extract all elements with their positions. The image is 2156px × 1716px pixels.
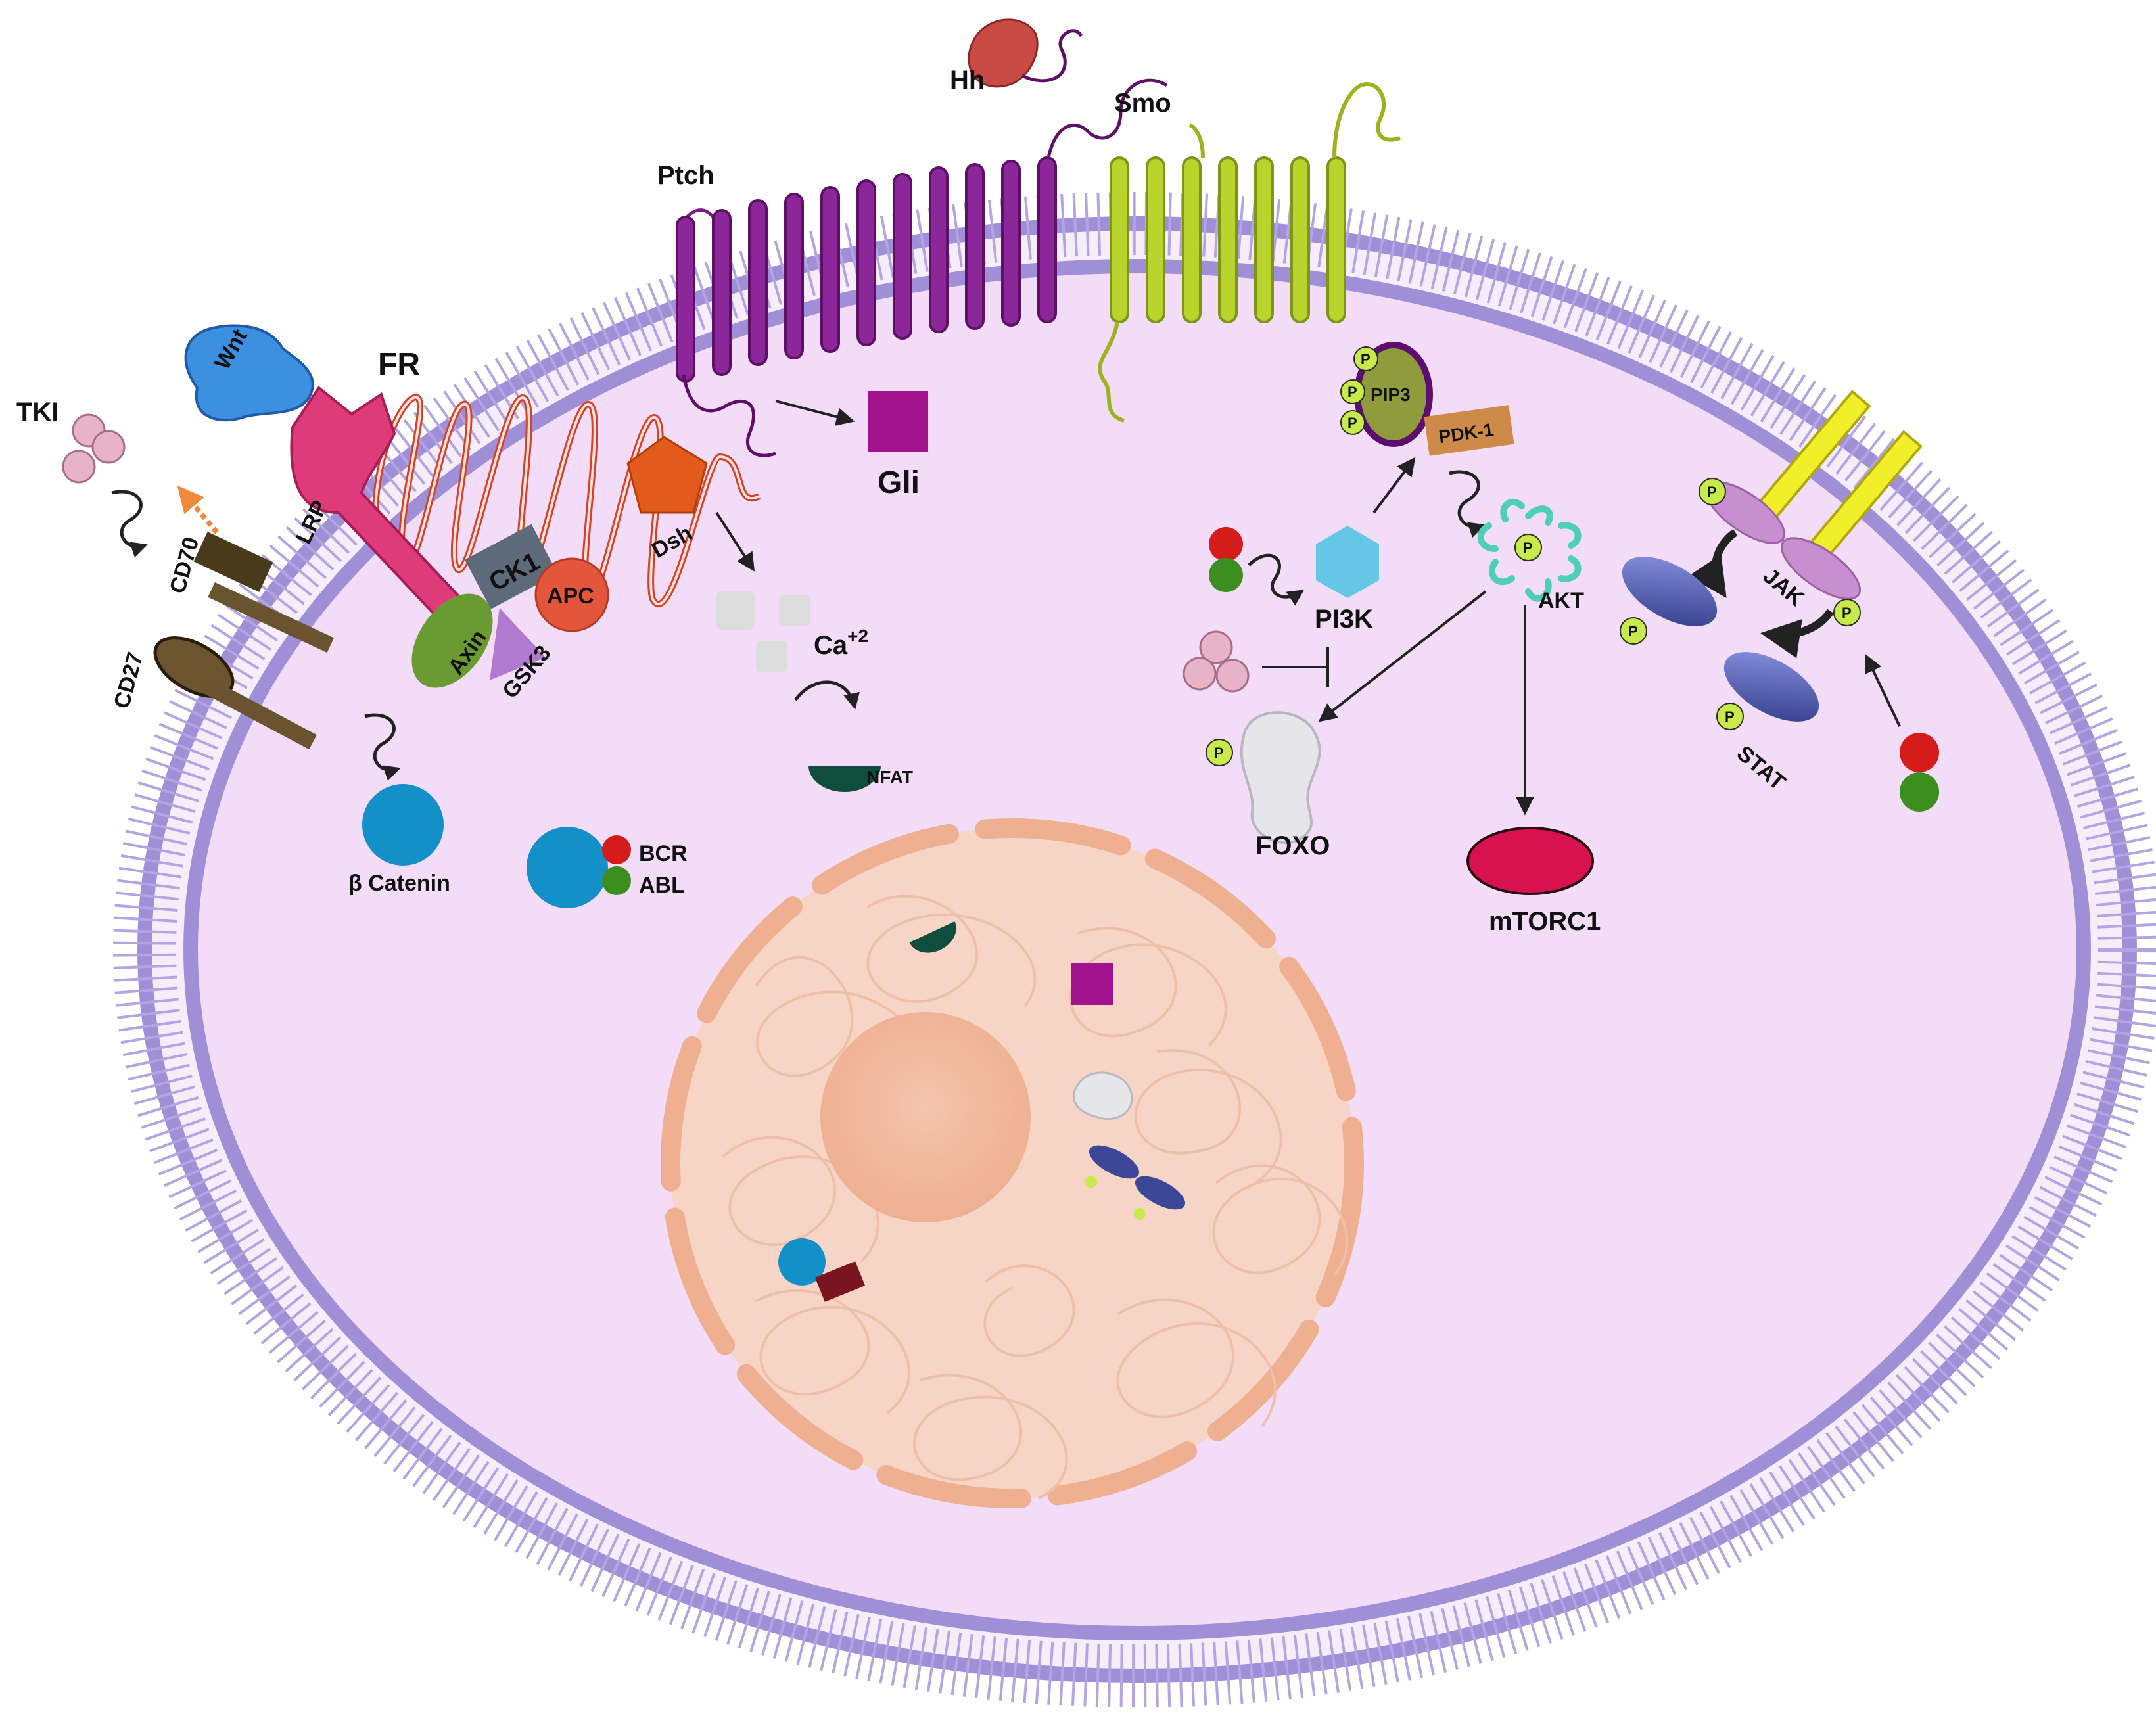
mtorc1-label: mTORC1 <box>1489 907 1601 936</box>
nucleolus <box>820 1012 1031 1222</box>
tki-molecules-left <box>62 413 126 484</box>
akt-label: AKT <box>1538 588 1584 613</box>
jak-p2-label: P <box>1842 605 1852 621</box>
apc-protein <box>534 557 609 632</box>
wnt-ligand <box>184 324 314 422</box>
dsh-protein <box>626 436 708 514</box>
pip3-p3-label: P <box>1348 415 1357 431</box>
cd70-receptor <box>193 532 335 653</box>
pi3k-label: PI3K <box>1315 605 1373 634</box>
mtorc1-complex <box>1466 827 1594 895</box>
pip3-label: PIP3 <box>1371 384 1411 405</box>
hh-ligand <box>968 18 1083 88</box>
arrow-tki-to-cd70 <box>111 490 148 558</box>
nuclear-beta-catenin <box>778 1238 826 1286</box>
jak-p1-label: P <box>1707 484 1717 500</box>
akt-phospho <box>1514 534 1542 561</box>
ck1-protein <box>464 524 558 609</box>
ptch-label: Ptch <box>657 161 715 190</box>
arrow-activator-to-pi3k <box>1248 553 1305 606</box>
pip3-p1-label: P <box>1361 351 1371 367</box>
akt-p-label: P <box>1523 540 1533 556</box>
jak-phospho-2 <box>1833 599 1861 626</box>
jak-phospho-1 <box>1699 478 1726 505</box>
arrow-cd70-signal <box>177 485 220 534</box>
gli-label: Gli <box>878 465 920 500</box>
pip3-p2-label: P <box>1348 384 1357 400</box>
nuclear-tcf <box>814 1261 866 1302</box>
arrow-pi3k-to-pip3 <box>1372 457 1416 514</box>
bcr-abl-partner-protein <box>527 827 608 908</box>
cd27-label: CD27 <box>109 649 148 711</box>
ca-symbol: Ca <box>814 631 848 660</box>
cd27-receptor <box>153 636 317 750</box>
abl-label: ABL <box>639 873 685 898</box>
nuclear-nfat <box>909 921 956 953</box>
stat2-phospho <box>1716 703 1744 730</box>
pi3k-activator-pair <box>1209 527 1243 592</box>
cd70-label: CD70 <box>165 534 204 596</box>
nuclear-foxo <box>1073 1071 1133 1121</box>
pip3-phospho-group <box>1340 346 1378 435</box>
beta-catenin-protein <box>362 784 444 866</box>
stat-protein-2 <box>1723 652 1819 722</box>
jak-activator-pair <box>1900 733 1939 812</box>
tki-molecules-right <box>1183 630 1250 693</box>
arrow-to-beta-catenin <box>364 713 401 781</box>
foxo-label: FOXO <box>1255 831 1330 860</box>
tki-label: TKI <box>16 398 59 427</box>
arrow-akt-to-foxo <box>1318 590 1487 722</box>
foxo-p-label: P <box>1214 745 1224 761</box>
stat1-p-label: P <box>1628 623 1638 639</box>
arrow-jak-to-stat-right <box>1760 609 1834 659</box>
arrow-dsh-to-calcium <box>715 511 755 572</box>
stat2-p-label: P <box>1725 708 1735 725</box>
stat1-phospho <box>1620 617 1647 645</box>
gsk3-protein <box>490 608 546 680</box>
nfat-label: NFAT <box>866 767 913 787</box>
nuclear-stat-dimer <box>1085 1145 1186 1220</box>
cytokine-receptor <box>1753 390 1923 569</box>
arrow-jak-to-stat-left <box>1688 529 1738 598</box>
axin-protein <box>411 593 493 688</box>
arrow-calcium-to-nfat <box>794 680 860 710</box>
ca-charge: +2 <box>847 626 868 646</box>
hh-label: Hh <box>950 66 985 95</box>
apc-label: APC <box>547 584 594 609</box>
nuclear-envelope <box>661 818 1364 1508</box>
arrow-ptch-to-gli <box>775 400 855 426</box>
abl-domain <box>602 866 631 895</box>
membrane-lipid-tails <box>113 192 2156 1707</box>
ptch-receptor <box>676 78 1168 457</box>
smo-receptor <box>1098 82 1401 423</box>
pdk1-protein <box>1424 405 1514 456</box>
smo-label: Smo <box>1114 89 1171 118</box>
nfat-protein <box>808 766 881 792</box>
gli-factor <box>868 391 928 452</box>
arrow-activator-to-jak <box>1864 653 1901 727</box>
nucleus <box>661 818 1364 1508</box>
stat-protein-1 <box>1622 557 1718 626</box>
fr-label: FR <box>378 347 420 382</box>
ca-label: Ca+2 <box>814 626 868 660</box>
akt-protein <box>1477 499 1582 602</box>
arrow-pdk1-to-akt <box>1449 470 1486 538</box>
beta-catenin-label: β Catenin <box>348 871 450 896</box>
calcium-ions <box>716 591 810 672</box>
nuclear-gli <box>1071 963 1113 1005</box>
pi3k-protein <box>1316 526 1379 598</box>
bcr-domain <box>602 835 631 864</box>
foxo-phospho <box>1206 739 1233 766</box>
bcr-label: BCR <box>639 841 688 866</box>
foxo-protein <box>1240 711 1321 845</box>
